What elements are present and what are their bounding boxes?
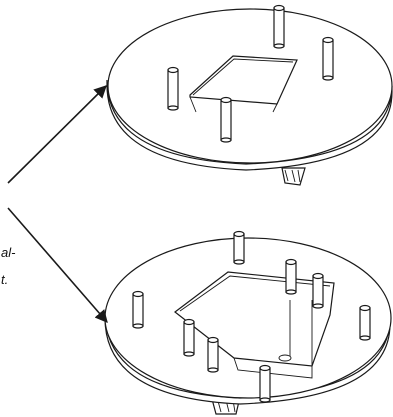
bottom-peg-6 bbox=[207, 336, 219, 373]
bottom-peg-8 bbox=[259, 364, 271, 403]
bottom-peg-3 bbox=[312, 272, 324, 309]
top-peg-2 bbox=[273, 4, 285, 49]
top-peg-1 bbox=[167, 66, 179, 111]
caption-line-1: al- bbox=[1, 245, 16, 260]
top-peg-3 bbox=[322, 36, 334, 81]
bottom-plate bbox=[104, 230, 392, 415]
bottom-peg-4 bbox=[132, 290, 144, 329]
pointer-arrow-lower bbox=[7, 207, 108, 323]
top-plate bbox=[106, 4, 393, 186]
bottom-peg-7 bbox=[359, 304, 371, 341]
top-peg-4 bbox=[220, 96, 232, 143]
caption-line-2: t. bbox=[1, 272, 9, 287]
pointer-arrow-upper bbox=[7, 85, 107, 184]
bottom-peg-5 bbox=[183, 318, 195, 357]
bottom-peg-1 bbox=[233, 230, 245, 265]
bottom-peg-2 bbox=[285, 258, 297, 295]
